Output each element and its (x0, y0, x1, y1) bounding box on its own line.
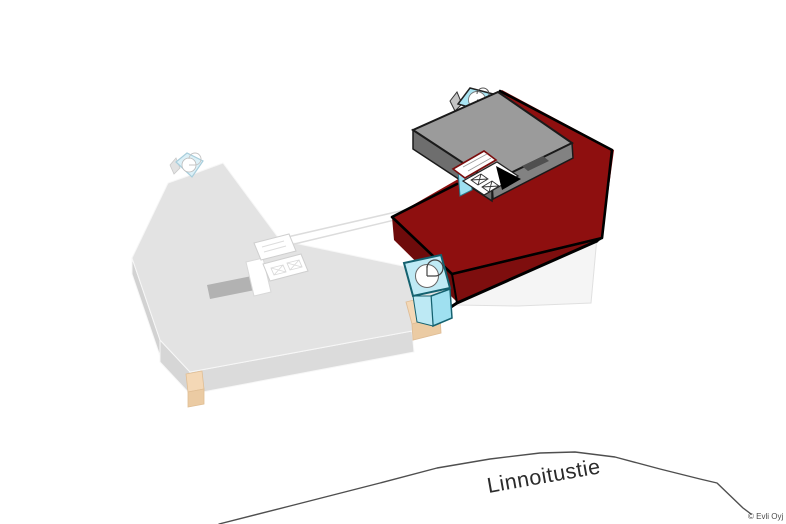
adjacent-building-ghost (131, 152, 450, 396)
street: Linnoitustie © Evli Oyj (218, 451, 783, 524)
ghost-elevator-core (245, 233, 309, 297)
spiral-stair-icon (415, 259, 444, 288)
road-line (218, 451, 752, 524)
stair-run-icon (451, 150, 498, 179)
ghost-ramp (207, 275, 260, 299)
roof-detail (522, 156, 549, 171)
copyright-text: © Evli Oyj (748, 512, 783, 521)
ghost-spiral-stair-icon (169, 152, 204, 178)
street-label: Linnoitustie (485, 454, 602, 498)
elevator-shaft-icon (461, 161, 520, 196)
dock-box-left (185, 370, 205, 408)
elevator-core (451, 150, 521, 197)
entrance-arrow-icon (496, 166, 521, 190)
stair-tower-main (402, 253, 453, 328)
